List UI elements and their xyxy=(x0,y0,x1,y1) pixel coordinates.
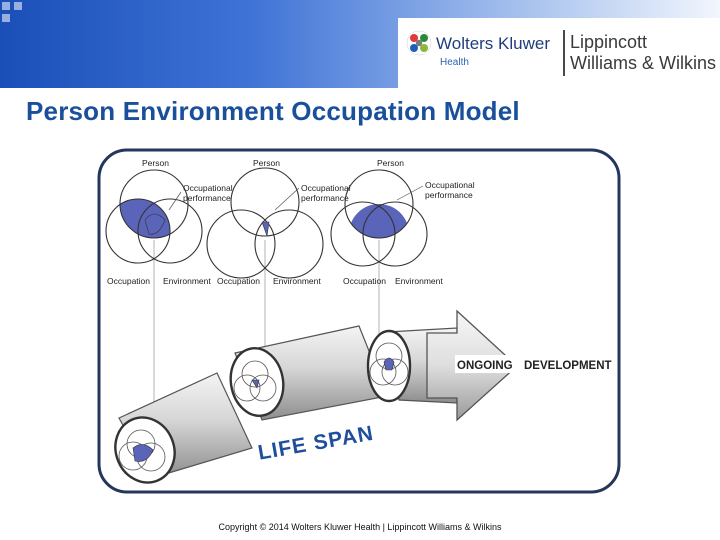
occupational-label-3a: Occupational xyxy=(425,180,475,190)
wolters-kluwer-logo-icon xyxy=(406,30,432,56)
logo-divider xyxy=(563,30,565,76)
peo-diagram: ONGOING DEVELOPMENT LIFE SPAN Person Occ… xyxy=(97,148,623,496)
corner-decoration xyxy=(0,0,40,30)
brand-primary: Wolters Kluwer xyxy=(436,34,550,53)
ongoing-label: ONGOING xyxy=(457,360,513,372)
occupation-label-1: Occupation xyxy=(107,276,150,286)
tube-cap-2 xyxy=(229,347,285,417)
occupation-label-3: Occupation xyxy=(343,276,386,286)
person-label-3: Person xyxy=(377,158,404,168)
occupational-label-3b: performance xyxy=(425,190,473,200)
slide-title: Person Environment Occupation Model xyxy=(26,96,520,126)
tube-cap-3 xyxy=(366,329,412,403)
brand-secondary-line2: Williams & Wilkins xyxy=(570,53,716,73)
environment-label-1: Environment xyxy=(163,276,211,286)
occupational-label-1a: Occupational xyxy=(183,183,233,193)
environment-label-3: Environment xyxy=(395,276,443,286)
environment-label-2: Environment xyxy=(273,276,321,286)
person-label-2: Person xyxy=(253,158,280,168)
venn-group-3: Person Occupational performance Occupati… xyxy=(330,158,475,286)
ongoing-label-box xyxy=(455,355,519,373)
copyright-footer: Copyright © 2014 Wolters Kluwer Health |… xyxy=(218,522,502,532)
occupational-label-2b: performance xyxy=(301,193,349,203)
tube-cap-1 xyxy=(114,416,176,484)
occupational-label-2a: Occupational xyxy=(301,183,351,193)
brand-secondary-line1: Lippincott xyxy=(570,32,648,52)
person-label-1: Person xyxy=(142,158,169,168)
publisher-logo: Wolters Kluwer Health Lippincott William… xyxy=(398,18,720,88)
occupation-label-2: Occupation xyxy=(217,276,260,286)
venn-group-1: Person Occupational performance Occupati… xyxy=(105,158,233,286)
development-label: DEVELOPMENT xyxy=(524,360,612,372)
venn-group-2: Person Occupational performance Occupati… xyxy=(206,158,351,286)
brand-primary-sub: Health xyxy=(440,57,469,68)
occupational-label-1b: performance xyxy=(183,193,231,203)
